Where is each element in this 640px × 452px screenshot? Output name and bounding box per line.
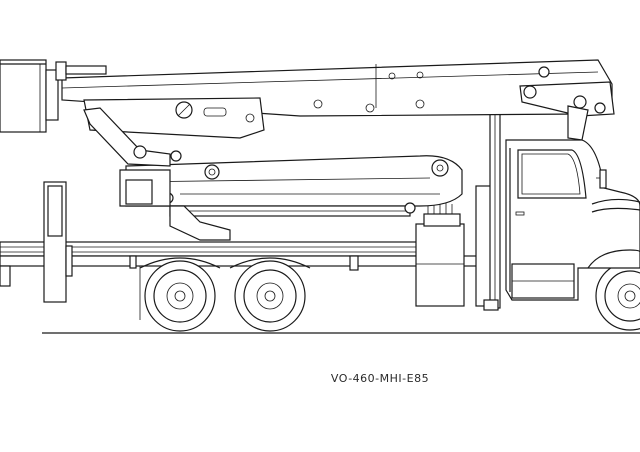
rear-wheel-1 <box>139 257 221 332</box>
aerial-bucket <box>0 59 107 133</box>
model-label: VO-460-MHI-E85 <box>330 372 430 385</box>
lower-boom <box>119 155 463 241</box>
upper-boom <box>61 59 615 167</box>
truck-bed <box>0 181 481 320</box>
outrigger-box <box>415 202 465 307</box>
truck-cab <box>505 139 640 301</box>
vertical-stack <box>475 107 501 311</box>
rear-wheel-2 <box>229 257 311 332</box>
front-wheel <box>595 261 640 331</box>
